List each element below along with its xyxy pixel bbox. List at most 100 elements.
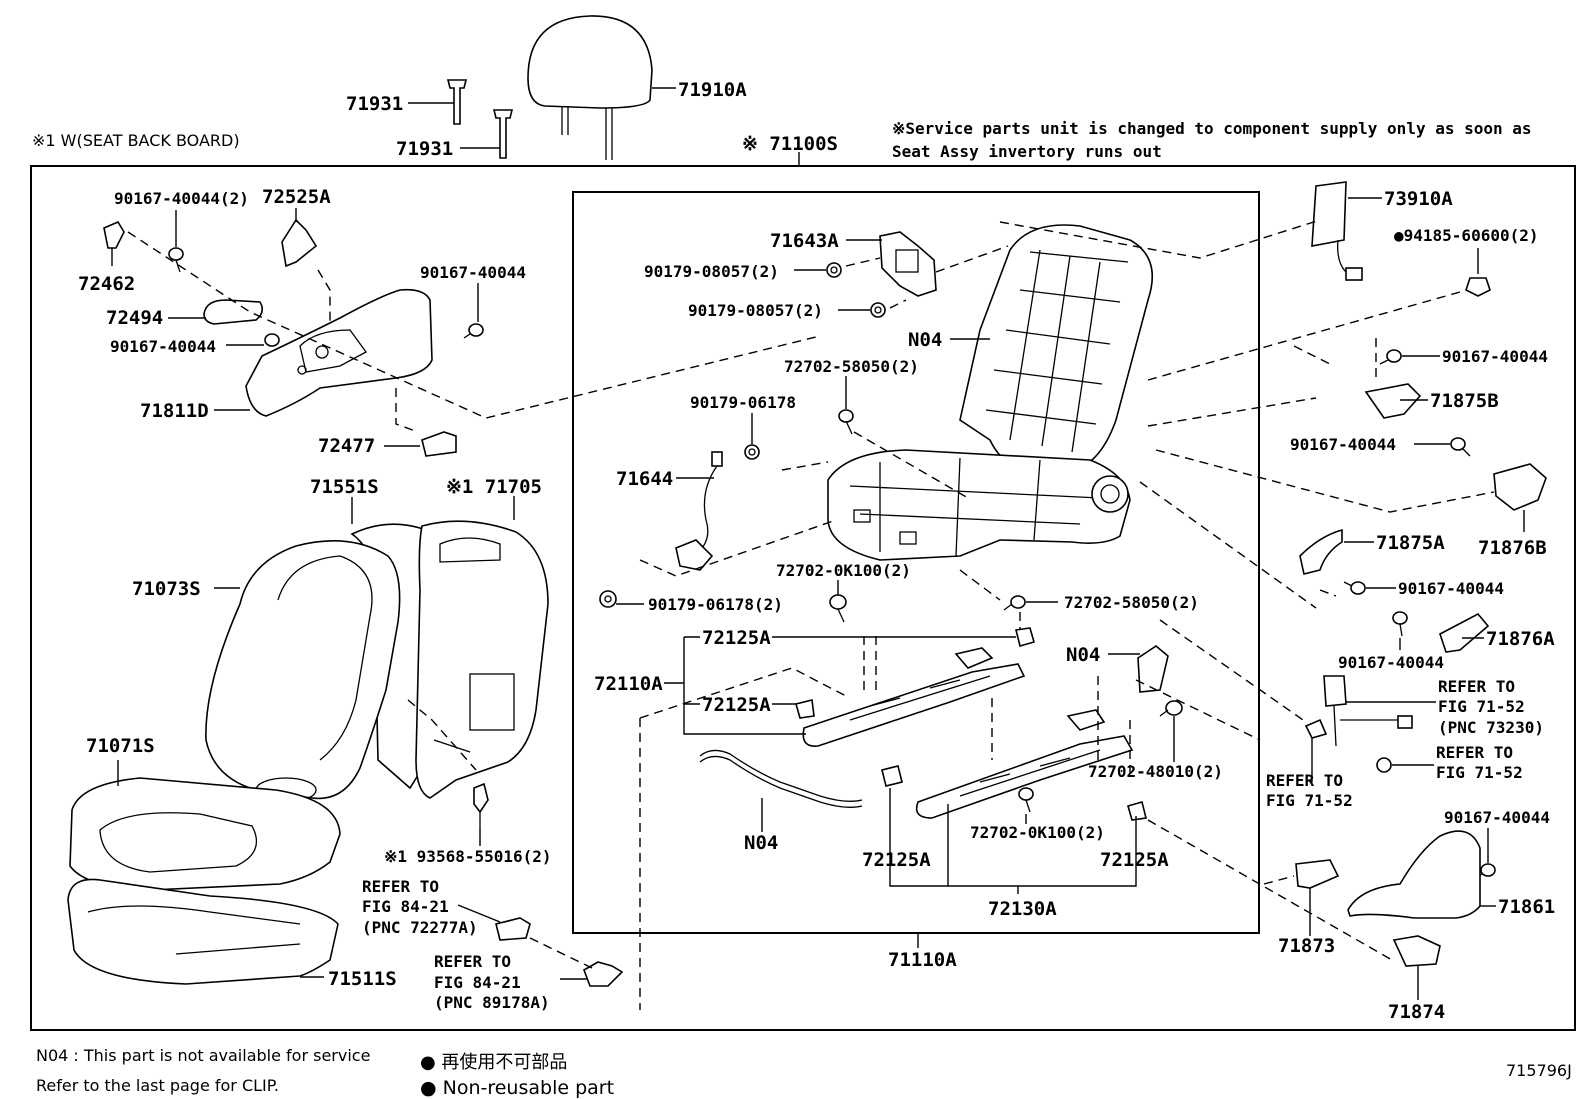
nut-94185[interactable] <box>1465 277 1491 297</box>
label-72525A: 72525A <box>262 186 331 208</box>
label-73910A: 73910A <box>1384 188 1453 210</box>
screw-90167-40044-e[interactable] <box>1343 581 1366 595</box>
nut-90179-08057-a[interactable] <box>826 262 842 278</box>
bracket-ref-71-52[interactable] <box>1304 718 1328 739</box>
clip-ref-72277A[interactable] <box>495 917 531 941</box>
label-90167-40044-2: 90167-40044(2) <box>114 189 249 208</box>
label-71861: 71861 <box>1498 896 1555 918</box>
wire-N04[interactable] <box>699 749 863 808</box>
label-93568: ※1 93568-55016(2) <box>384 847 552 866</box>
label-71100S: ※ 71100S <box>742 133 838 155</box>
cover-71875B[interactable] <box>1364 383 1422 419</box>
bolt-72702-48010[interactable] <box>1159 700 1183 717</box>
headrest-guide-71931-upper[interactable] <box>446 79 468 125</box>
assembly-line-71876B <box>1155 449 1495 513</box>
wire-harness-71644[interactable] <box>675 451 723 571</box>
label-71643A: 71643A <box>770 230 839 252</box>
label-72702-0K100-top: 72702-0K100(2) <box>776 561 911 580</box>
label-ref-71-52-b2: FIG 71-52 <box>1436 763 1523 782</box>
shield-71861[interactable] <box>1347 830 1481 919</box>
label-ref-84-21-b2: FIG 84-21 <box>434 973 521 992</box>
clip-72125A-4[interactable] <box>1127 801 1147 821</box>
label-72462: 72462 <box>78 273 135 295</box>
screw-90167-40044-a[interactable] <box>463 323 484 339</box>
screw-90167-40044-f[interactable] <box>1392 611 1408 637</box>
cover-71873[interactable] <box>1295 859 1340 889</box>
seat-pad-71511S[interactable] <box>67 878 339 985</box>
bolt-72702-0K100-bot[interactable] <box>1018 787 1034 813</box>
belt-buckle-73910A[interactable] <box>1311 181 1363 281</box>
label-71876B: 71876B <box>1478 537 1547 559</box>
label-72702-58050-bot: 72702-58050(2) <box>1064 593 1199 612</box>
cover-71876B[interactable] <box>1493 463 1547 511</box>
label-71873: 71873 <box>1278 935 1335 957</box>
nut-90179-08057-b[interactable] <box>870 302 886 318</box>
assembly-line-left-1 <box>127 231 821 419</box>
seat-cover-71071S[interactable] <box>69 777 341 891</box>
label-94185: ●94185-60600(2) <box>1394 226 1539 245</box>
cover-71874[interactable] <box>1392 935 1441 967</box>
label-71875A: 71875A <box>1376 532 1445 554</box>
bracket-72130A <box>889 788 1137 894</box>
clip-72125A-3[interactable] <box>881 765 903 787</box>
label-ref-84-21-a2: FIG 84-21 <box>362 897 449 916</box>
seat-track-72130A[interactable] <box>915 709 1134 819</box>
bolt-72702-58050-top[interactable] <box>838 409 854 435</box>
screw-90167-40044-2[interactable] <box>168 247 184 273</box>
label-72494: 72494 <box>106 307 163 329</box>
bracket-71643A[interactable] <box>879 231 937 297</box>
label-71644: 71644 <box>616 468 673 490</box>
assembly-line-left-3 <box>395 388 419 433</box>
side-shield-71811D[interactable] <box>245 288 433 417</box>
assembly-line-71875A <box>1139 481 1337 609</box>
assembly-line-72702-58050-top <box>853 431 969 499</box>
label-71811D: 71811D <box>140 400 209 422</box>
label-90167-40044-d: 90167-40044 <box>1290 435 1396 454</box>
label-71551S: 71551S <box>310 476 379 498</box>
label-90167-40044-b: 90167-40044 <box>110 337 216 356</box>
seatbelt-buckle-73230[interactable] <box>1323 675 1413 747</box>
label-N04-wire: N04 <box>744 832 778 854</box>
bolt-72702-0K100-top[interactable] <box>829 594 847 623</box>
lever-72494[interactable] <box>203 299 264 325</box>
screw-90167-40044-d[interactable] <box>1450 437 1471 457</box>
screw-90167-40044-b[interactable] <box>264 333 280 347</box>
footer-figure-id: 715796J <box>1506 1061 1572 1080</box>
label-72125A-2: 72125A <box>702 694 771 716</box>
label-71910A: 71910A <box>678 79 747 101</box>
label-71874: 71874 <box>1388 1001 1445 1023</box>
headrest-guide-71931-lower[interactable] <box>492 109 514 159</box>
seat-track-72110A[interactable] <box>802 647 1026 747</box>
label-71511S: 71511S <box>328 968 397 990</box>
bracket-N04[interactable] <box>1137 645 1169 693</box>
label-ref-84-21-b1: REFER TO <box>434 952 511 971</box>
label-72702-0K100-bot: 72702-0K100(2) <box>970 823 1105 842</box>
headrest-71910A[interactable] <box>527 15 653 160</box>
screw-90167-40044-c[interactable] <box>1379 349 1402 365</box>
clip-93568[interactable] <box>473 782 489 828</box>
seatback-cover-71073S[interactable] <box>205 540 401 803</box>
label-90179-08057-a: 90179-08057(2) <box>644 262 779 281</box>
bolt-72702-58050-bot[interactable] <box>1003 595 1026 611</box>
nut-90179-06178[interactable] <box>744 444 760 460</box>
clip-72125A-2[interactable] <box>795 699 815 719</box>
nut-90179-06178-2[interactable] <box>599 590 617 608</box>
cap-72462[interactable] <box>103 220 125 249</box>
assembly-line-71644 <box>639 461 837 577</box>
cover-71875A[interactable] <box>1299 528 1343 575</box>
label-71875B: 71875B <box>1430 390 1499 412</box>
label-72110A: 72110A <box>594 673 663 695</box>
label-N04-frame: N04 <box>908 329 942 351</box>
cover-72477[interactable] <box>421 431 457 457</box>
cover-71876A[interactable] <box>1439 612 1490 653</box>
seatback-board-71705[interactable] <box>415 520 549 799</box>
seat-frame-N04[interactable] <box>827 224 1154 561</box>
label-90167-40044-e: 90167-40044 <box>1398 579 1504 598</box>
clip-72125A-1[interactable] <box>1015 627 1035 647</box>
knob-72525A[interactable] <box>281 218 318 268</box>
nut-ref-71-52[interactable] <box>1376 757 1392 773</box>
label-72702-58050-top: 72702-58050(2) <box>784 357 919 376</box>
clip-ref-89178A[interactable] <box>583 961 624 987</box>
bracket-72110A <box>683 636 806 735</box>
